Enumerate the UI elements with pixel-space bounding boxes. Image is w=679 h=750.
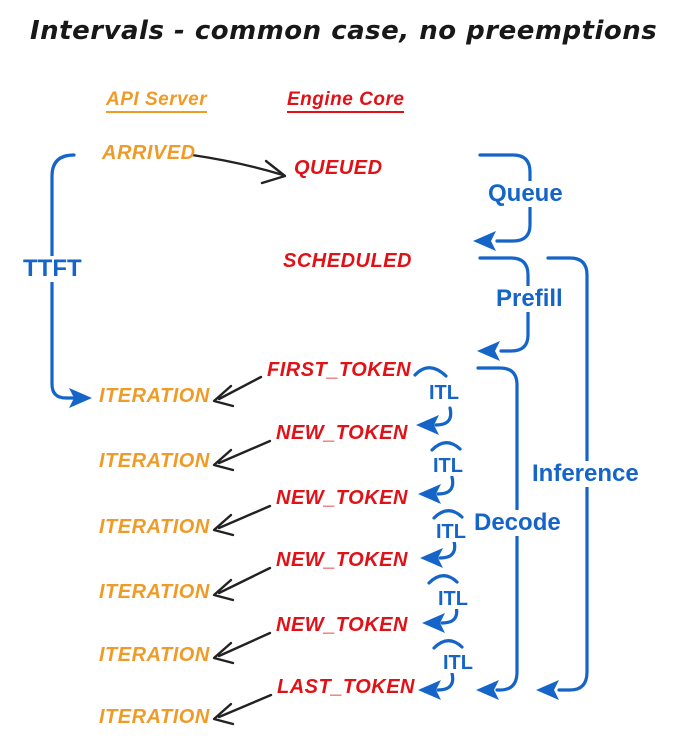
arrow-first-token-to-iteration — [217, 375, 263, 401]
interval-label-decode: Decode — [472, 509, 563, 536]
event-arrived: ARRIVED — [102, 142, 196, 164]
column-header-api-server: API Server — [106, 90, 208, 113]
event-iteration-5: ITERATION — [99, 644, 210, 666]
itl-arrowhead-4 — [422, 613, 445, 633]
interval-label-itl-3: ITL — [434, 521, 468, 543]
arrowhead-new-token4-to-iteration — [212, 641, 235, 665]
interval-label-itl-4: ITL — [436, 588, 470, 610]
event-queued: QUEUED — [294, 157, 383, 179]
arrowhead-new-token2-to-iteration — [212, 513, 235, 537]
inference-arrowhead — [536, 680, 559, 700]
event-iteration-1: ITERATION — [99, 385, 210, 407]
interval-label-inference: Inference — [530, 460, 641, 487]
interval-label-itl-5: ITL — [441, 652, 475, 674]
arrow-new-token1-to-iteration — [217, 439, 272, 465]
event-new-token-2: NEW_TOKEN — [276, 487, 408, 509]
itl-arrow-stem-2 — [436, 475, 455, 496]
arrowhead-first-token-to-iteration — [212, 384, 235, 408]
arrowhead-arrived-to-queued — [260, 159, 287, 185]
event-new-token-4: NEW_TOKEN — [276, 614, 408, 636]
arrow-new-token2-to-iteration — [217, 504, 272, 530]
event-new-token-3: NEW_TOKEN — [276, 549, 408, 571]
interval-label-queue: Queue — [486, 180, 565, 207]
interval-label-itl-2: ITL — [431, 455, 465, 477]
itl-curve-5 — [432, 639, 464, 650]
itl-arrowhead-3 — [420, 548, 443, 568]
column-header-engine-core: Engine Core — [287, 90, 405, 113]
arrowhead-new-token1-to-iteration — [212, 448, 235, 472]
event-iteration-2: ITERATION — [99, 450, 210, 472]
event-iteration-6: ITERATION — [99, 706, 210, 728]
arrowhead-new-token3-to-iteration — [212, 578, 235, 602]
event-iteration-4: ITERATION — [99, 581, 210, 603]
interval-label-prefill: Prefill — [494, 285, 565, 312]
itl-arrowhead-1 — [416, 415, 439, 435]
itl-curve-1 — [413, 366, 448, 378]
arrow-arrived-to-queued — [190, 153, 285, 177]
ttft-arrowhead — [69, 388, 92, 408]
arrowhead-last-token-to-iteration — [212, 702, 235, 726]
event-last-token: LAST_TOKEN — [277, 676, 415, 698]
itl-curve-2 — [430, 441, 462, 452]
prefill-arrowhead — [477, 341, 500, 361]
itl-arrow-stem-1 — [434, 406, 453, 427]
itl-curve-4 — [427, 574, 459, 585]
event-first-token: FIRST_TOKEN — [267, 359, 412, 381]
event-new-token-1: NEW_TOKEN — [276, 422, 408, 444]
itl-arrow-stem-5 — [436, 671, 455, 692]
itl-arrowhead-2 — [418, 484, 441, 504]
arrow-new-token4-to-iteration — [217, 631, 272, 658]
queue-arrowhead — [473, 231, 496, 251]
itl-curve-3 — [432, 509, 464, 520]
arrow-last-token-to-iteration — [217, 693, 273, 719]
ttft-bracket — [50, 153, 76, 400]
diagram-title: Intervals - common case, no preemptions — [30, 16, 658, 46]
decode-arrowhead — [476, 680, 499, 700]
interval-label-itl-1: ITL — [427, 382, 461, 404]
itl-arrow-stem-3 — [438, 539, 457, 560]
itl-arrowhead-5 — [418, 680, 441, 700]
event-iteration-3: ITERATION — [99, 516, 210, 538]
event-scheduled: SCHEDULED — [283, 250, 412, 272]
interval-label-ttft: TTFT — [21, 255, 84, 282]
arrow-new-token3-to-iteration — [217, 566, 272, 595]
